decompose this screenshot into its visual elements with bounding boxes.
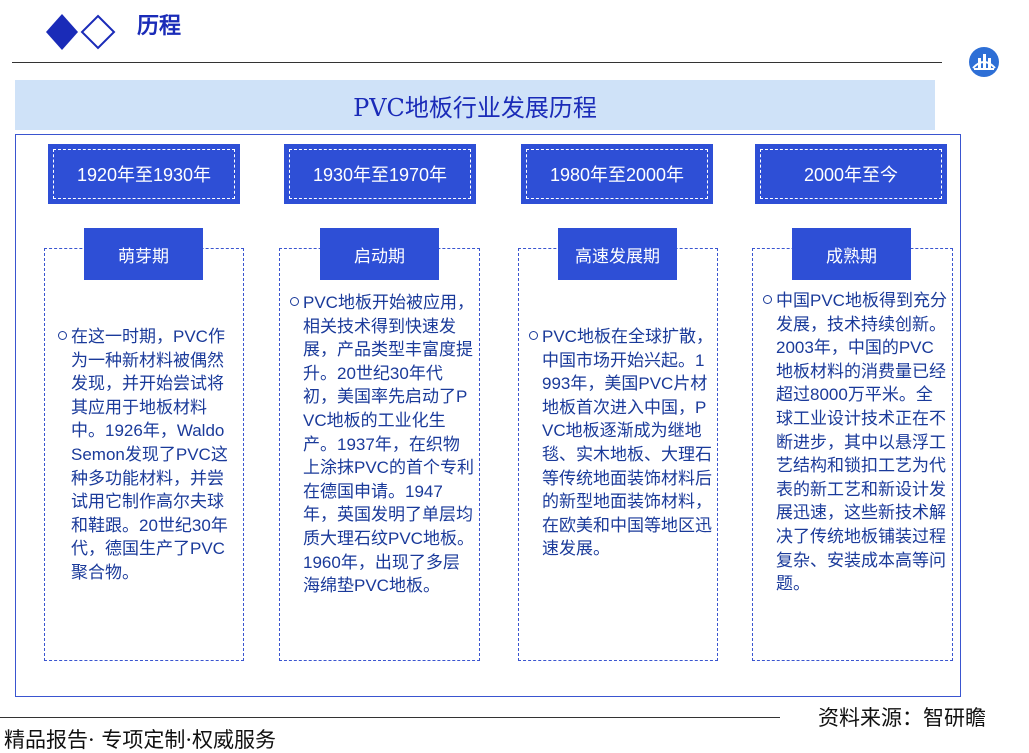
card-body: PVC地板在全球扩散，中国市场开始兴起。1993年，美国PVC片材地板首次进入中… xyxy=(519,325,717,561)
bullet-circle-icon xyxy=(290,297,299,306)
banner-title: PVC地板行业发展历程 xyxy=(353,93,597,122)
era-label: 1920年至1930年 xyxy=(76,165,212,185)
card-text: 在这一时期，PVC作为一种新材料被偶然发现，并开始尝试将其应用于地板材料中。19… xyxy=(71,327,228,582)
page-title: 历程 xyxy=(137,13,182,39)
era-box: 2000年至今 xyxy=(755,144,947,204)
phase-card: 在这一时期，PVC作为一种新材料被偶然发现，并开始尝试将其应用于地板材料中。19… xyxy=(44,248,244,661)
phase-label: 高速发展期 xyxy=(575,246,660,266)
card-body: 中国PVC地板得到充分发展，技术持续创新。2003年，中国的PVC地板材料的消费… xyxy=(753,289,952,596)
footer-slogan: 精品报告· 专项定制·权威服务 xyxy=(4,728,277,752)
era-label: 1980年至2000年 xyxy=(549,165,685,185)
phase-label: 萌芽期 xyxy=(118,246,169,266)
phase-card: PVC地板在全球扩散，中国市场开始兴起。1993年，美国PVC片材地板首次进入中… xyxy=(518,248,718,661)
era-box: 1920年至1930年 xyxy=(48,144,240,204)
header-divider xyxy=(12,62,942,63)
phase-label: 启动期 xyxy=(354,246,405,266)
footer-divider xyxy=(0,717,780,718)
building-arc-logo-icon xyxy=(969,47,999,77)
phase-label-box: 成熟期 xyxy=(792,228,911,280)
card-text: 中国PVC地板得到充分发展，技术持续创新。2003年，中国的PVC地板材料的消费… xyxy=(776,291,947,594)
source-note: 资料来源：智研瞻 xyxy=(818,706,986,730)
phase-label: 成熟期 xyxy=(826,246,877,266)
phase-card: PVC地板开始被应用，相关技术得到快速发展，产品类型丰富度提升。20世纪30年代… xyxy=(279,248,480,661)
card-body: PVC地板开始被应用，相关技术得到快速发展，产品类型丰富度提升。20世纪30年代… xyxy=(280,291,479,598)
phase-label-box: 萌芽期 xyxy=(84,228,203,280)
card-text: PVC地板在全球扩散，中国市场开始兴起。1993年，美国PVC片材地板首次进入中… xyxy=(542,327,713,559)
bullet-circle-icon xyxy=(763,295,772,304)
era-box: 1980年至2000年 xyxy=(521,144,713,204)
bullet-circle-icon xyxy=(529,331,538,340)
era-box: 1930年至1970年 xyxy=(284,144,476,204)
header-diamond-icon xyxy=(46,14,116,50)
bullet-circle-icon xyxy=(58,331,67,340)
era-label: 1930年至1970年 xyxy=(312,165,448,185)
timeline-frame xyxy=(15,134,961,697)
phase-card: 中国PVC地板得到充分发展，技术持续创新。2003年，中国的PVC地板材料的消费… xyxy=(752,248,953,661)
card-body: 在这一时期，PVC作为一种新材料被偶然发现，并开始尝试将其应用于地板材料中。19… xyxy=(45,325,243,585)
era-label: 2000年至今 xyxy=(803,165,899,185)
phase-label-box: 高速发展期 xyxy=(558,228,677,280)
card-text: PVC地板开始被应用，相关技术得到快速发展，产品类型丰富度提升。20世纪30年代… xyxy=(303,293,474,596)
phase-label-box: 启动期 xyxy=(320,228,439,280)
title-banner: PVC地板行业发展历程 xyxy=(15,80,935,130)
